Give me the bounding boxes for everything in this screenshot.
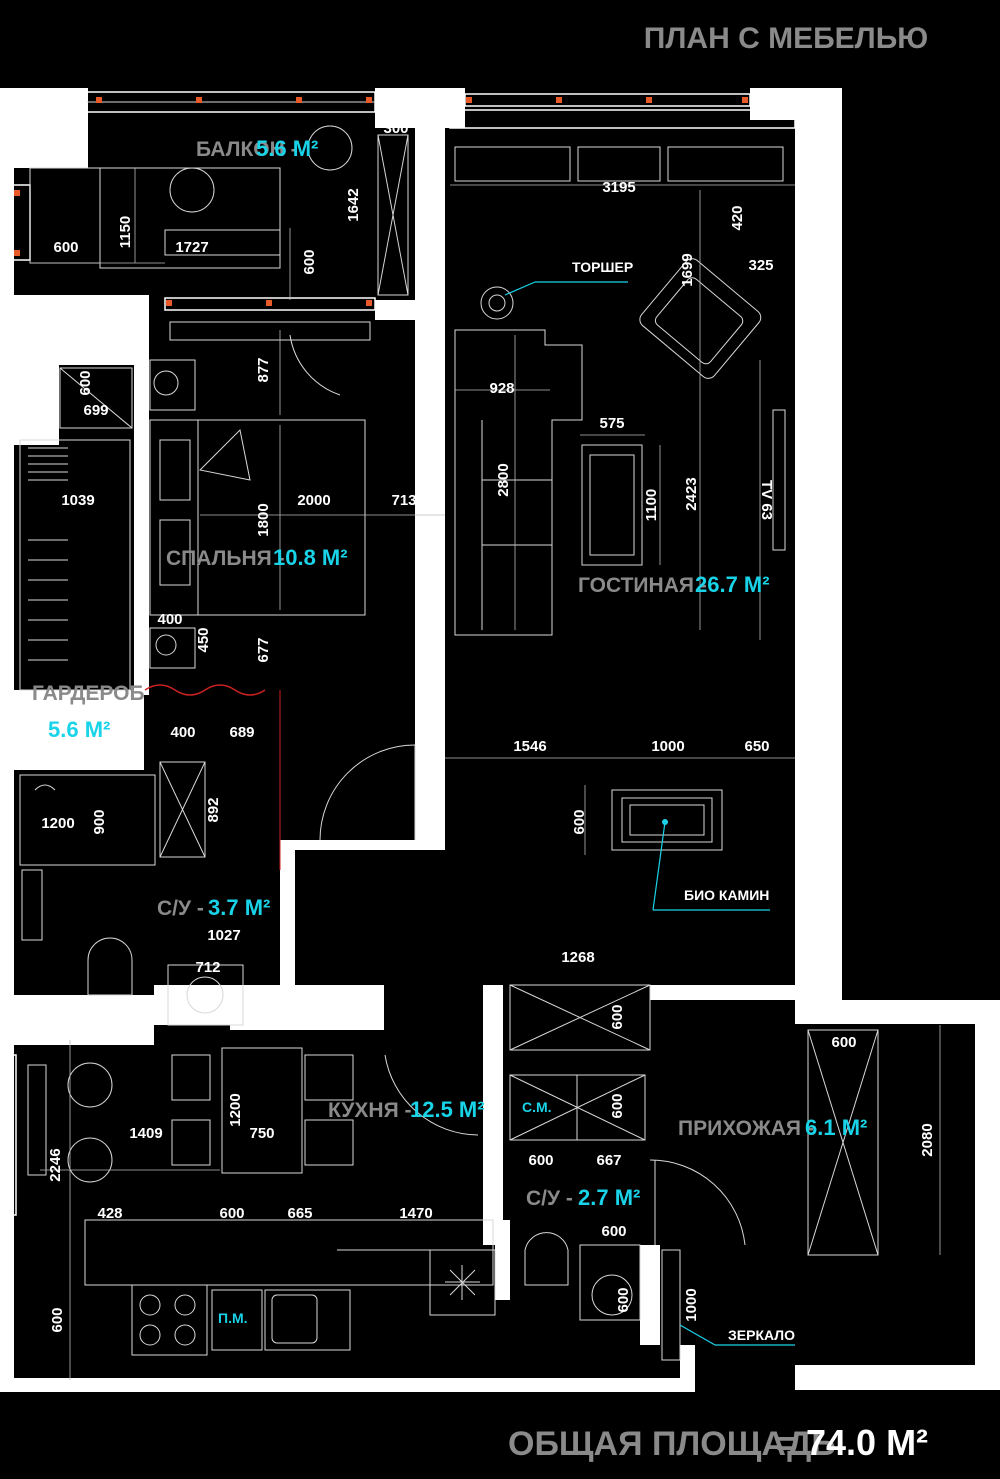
dishwasher-label: П.М. [218, 1310, 248, 1326]
bathroom1-name: С/У - [157, 897, 204, 920]
bedroom-area: 10.8 М² [273, 545, 348, 570]
dim-label: 300 [383, 120, 408, 137]
windows [1, 91, 796, 1216]
dim-label: 600 [219, 1205, 244, 1222]
dim-label: 600 [601, 1223, 626, 1240]
dim-label: 1000 [683, 1288, 700, 1321]
total-eq: = [776, 1425, 796, 1463]
dim-label: 575 [599, 415, 624, 432]
living-area: 26.7 М² [695, 572, 770, 597]
dim-label: 1039 [61, 492, 94, 509]
hall-area: 6.1 М² [805, 1115, 867, 1140]
dim-label: 400 [157, 611, 182, 628]
dim-label: 1642 [345, 188, 362, 221]
dim-label: 1100 [643, 489, 660, 522]
bedroom-name: СПАЛЬНЯ - [166, 547, 285, 570]
walls [0, 88, 1000, 1392]
dim-label: 928 [489, 380, 514, 397]
bio-fireplace-label: БИО КАМИН [684, 887, 769, 903]
dim-label: 600 [221, 984, 238, 1009]
dim-label: 2800 [495, 463, 512, 496]
bathroom1-area: 3.7 М² [208, 895, 270, 920]
wardrobe-name: ГАРДЕРОБ [32, 682, 145, 705]
dim-label: 712 [195, 959, 220, 976]
total-value: 74.0 М² [806, 1422, 928, 1463]
wardrobe-area: 5.6 М² [48, 717, 110, 742]
dim-label: 600 [571, 809, 588, 834]
plan-title: ПЛАН С МЕБЕЛЬЮ [644, 22, 928, 55]
dim-label: 1470 [399, 1205, 432, 1222]
bathroom2-name: С/У - [526, 1187, 573, 1210]
dim-label: 428 [97, 1205, 122, 1222]
dim-label: 600 [831, 1034, 856, 1051]
dim-label: 892 [205, 797, 222, 822]
bathroom1-room: С/У - 3.7 М² [19, 744, 416, 1026]
dim-label: 2080 [919, 1123, 936, 1156]
balcony-room: БАЛКОН - 5.6 М² [29, 125, 409, 300]
dim-label: 689 [229, 724, 254, 741]
bathroom2-area: 2.7 М² [578, 1185, 640, 1210]
kitchen-room: П.М. КУХНЯ - 12.5 М² [27, 1040, 496, 1380]
dim-label: 1699 [679, 253, 696, 286]
dim-label: 420 [729, 205, 746, 230]
dim-label: 665 [287, 1205, 312, 1222]
dim-label: 677 [255, 637, 272, 662]
balcony-name: БАЛКОН - [196, 138, 298, 161]
tv-label: TV 63 [758, 480, 775, 520]
dim-label: 1546 [513, 738, 546, 755]
dim-label: 1268 [561, 949, 594, 966]
dim-label: 600 [528, 1152, 553, 1169]
bathroom2-room: С.М. С/У - 2.7 М² [509, 984, 746, 1321]
dim-label: 1150 [117, 216, 134, 249]
total-area: ОБЩАЯ ПЛОЩАДЬ = 74.0 М² [508, 1422, 928, 1463]
living-room: TV 63 ТОРШЕР ГОСТИНАЯ - 26.7 М² БИО КАМИ… [445, 146, 795, 911]
living-name: ГОСТИНАЯ - [578, 574, 707, 597]
dim-label: 667 [596, 1152, 621, 1169]
floor-lamp-label: ТОРШЕР [572, 259, 633, 275]
dim-label: 325 [748, 257, 773, 274]
dim-label: 600 [301, 249, 318, 274]
mirror-label: ЗЕРКАЛО [728, 1327, 795, 1343]
dim-label: 650 [744, 738, 769, 755]
hallway-room: ЗЕРКАЛО ПРИХОЖАЯ - 6.1 М² [661, 1025, 941, 1361]
dim-label: 1727 [175, 239, 208, 256]
bedroom-room: СПАЛЬНЯ - 10.8 М² [149, 321, 445, 669]
dim-label: 750 [249, 1125, 274, 1142]
dim-label: 900 [91, 809, 108, 834]
washer-label: С.М. [522, 1099, 552, 1115]
dim-label: 713 [391, 492, 416, 509]
dim-label: 600 [609, 1004, 626, 1029]
wardrobe-room: ГАРДЕРОБ 5.6 М² [19, 367, 281, 870]
dim-label: 600 [615, 1287, 632, 1312]
dim-label: 2000 [297, 492, 330, 509]
dimension-labels: 300 1642 1150 600 1727 600 3195 420 1699… [41, 120, 936, 1333]
dim-label: 1027 [207, 927, 240, 944]
dim-label: 2246 [47, 1148, 64, 1181]
dim-label: 699 [83, 402, 108, 419]
balcony-area: 5.6 М² [256, 136, 318, 161]
dim-label: 450 [195, 627, 212, 652]
dim-label: 1200 [41, 815, 74, 832]
kitchen-name: КУХНЯ - [328, 1099, 412, 1122]
dim-label: 1200 [227, 1093, 244, 1126]
total-label: ОБЩАЯ ПЛОЩАДЬ [508, 1425, 836, 1463]
dim-label: 600 [53, 239, 78, 256]
hall-name: ПРИХОЖАЯ - [678, 1117, 814, 1140]
dim-label: 600 [49, 1307, 66, 1332]
dim-label: 400 [170, 724, 195, 741]
dim-label: 877 [255, 357, 272, 382]
dim-label: 2423 [683, 477, 700, 510]
dim-label: 600 [609, 1093, 626, 1118]
kitchen-area: 12.5 М² [410, 1097, 485, 1122]
dim-label: 600 [77, 370, 94, 395]
dim-label: 1800 [255, 503, 272, 536]
dim-label: 3195 [602, 179, 635, 196]
dim-label: 1000 [651, 738, 684, 755]
dim-label: 1409 [129, 1125, 162, 1142]
